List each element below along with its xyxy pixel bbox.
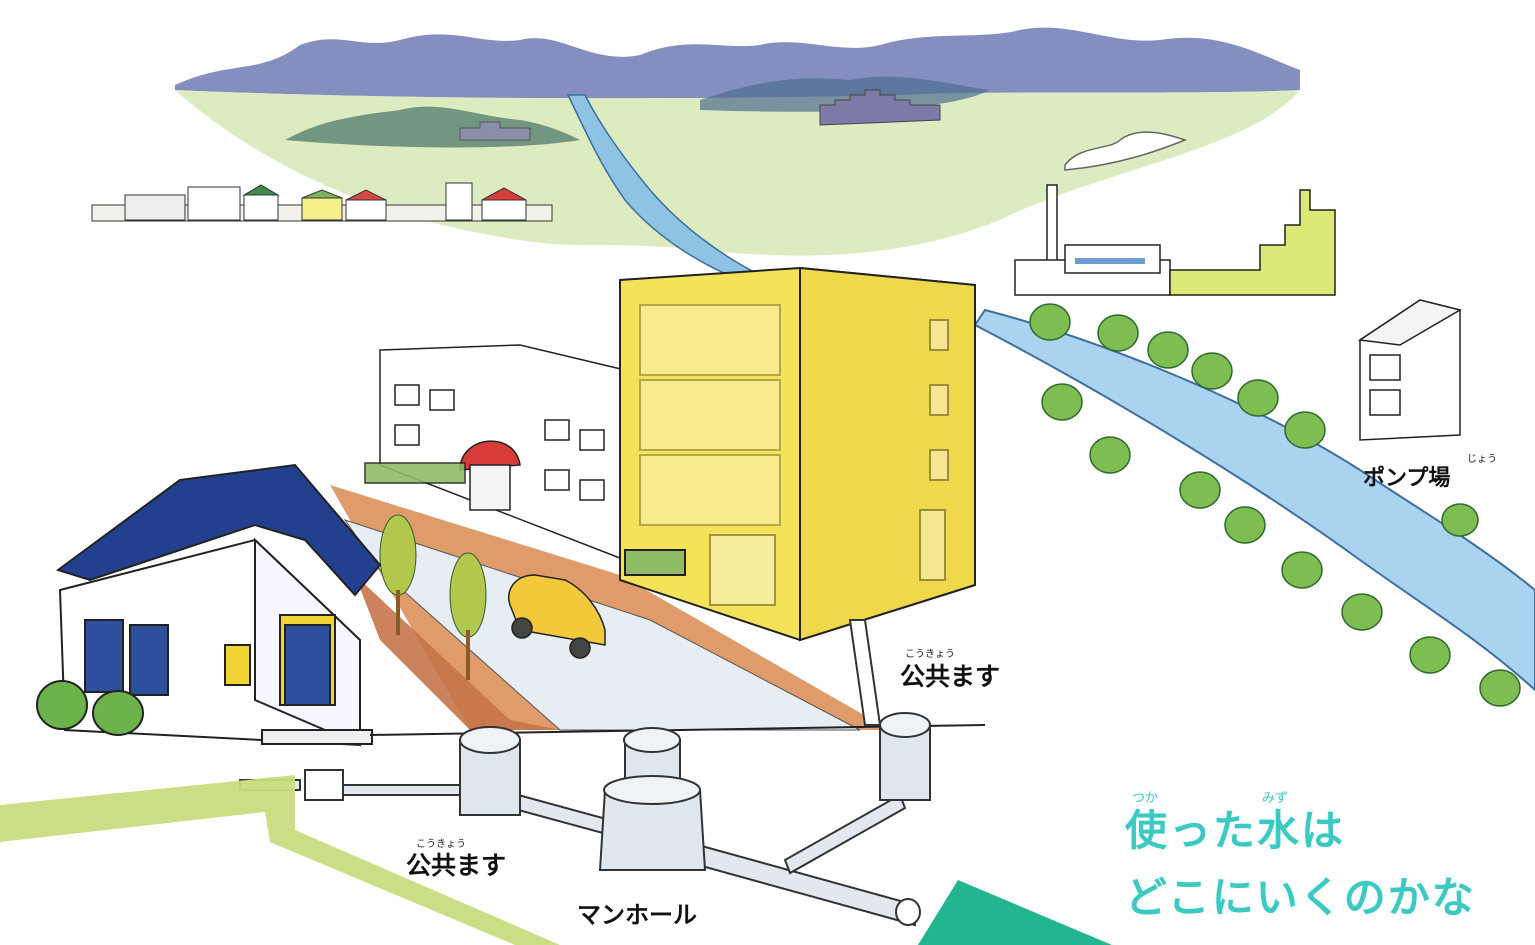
public-basin-left-ruby: こうきょう — [416, 839, 466, 850]
far-houses — [91, 182, 553, 222]
title-line-2: どこにいくのかな — [1125, 873, 1476, 922]
pump-station-label: ポンプ場 — [1363, 466, 1451, 491]
street-trees — [379, 514, 487, 680]
title-ruby-mizu: みず — [1262, 791, 1289, 806]
distant-city — [459, 89, 941, 141]
white-building — [364, 344, 626, 562]
title-ruby-tsuka: つか — [1132, 791, 1159, 806]
pump-station-ruby: じょう — [1467, 454, 1497, 465]
manhole-label: マンホール — [577, 901, 697, 929]
factory — [1014, 131, 1336, 296]
teal-shape — [918, 880, 1112, 945]
yellow-car — [508, 574, 606, 659]
yellow-building — [619, 266, 976, 642]
blue-roof-house — [36, 463, 382, 747]
right-building — [1357, 299, 1462, 441]
title-line-1: 使った水は — [1125, 806, 1346, 855]
riverside-trees — [1029, 303, 1521, 707]
public-basin-right-label: 公共ます — [900, 662, 1001, 691]
public-basin-left-label: 公共ます — [406, 851, 507, 880]
basins — [459, 712, 931, 871]
public-basin-right-ruby: こうきょう — [905, 649, 955, 660]
callout-line — [0, 775, 560, 945]
mountains — [175, 27, 1300, 256]
